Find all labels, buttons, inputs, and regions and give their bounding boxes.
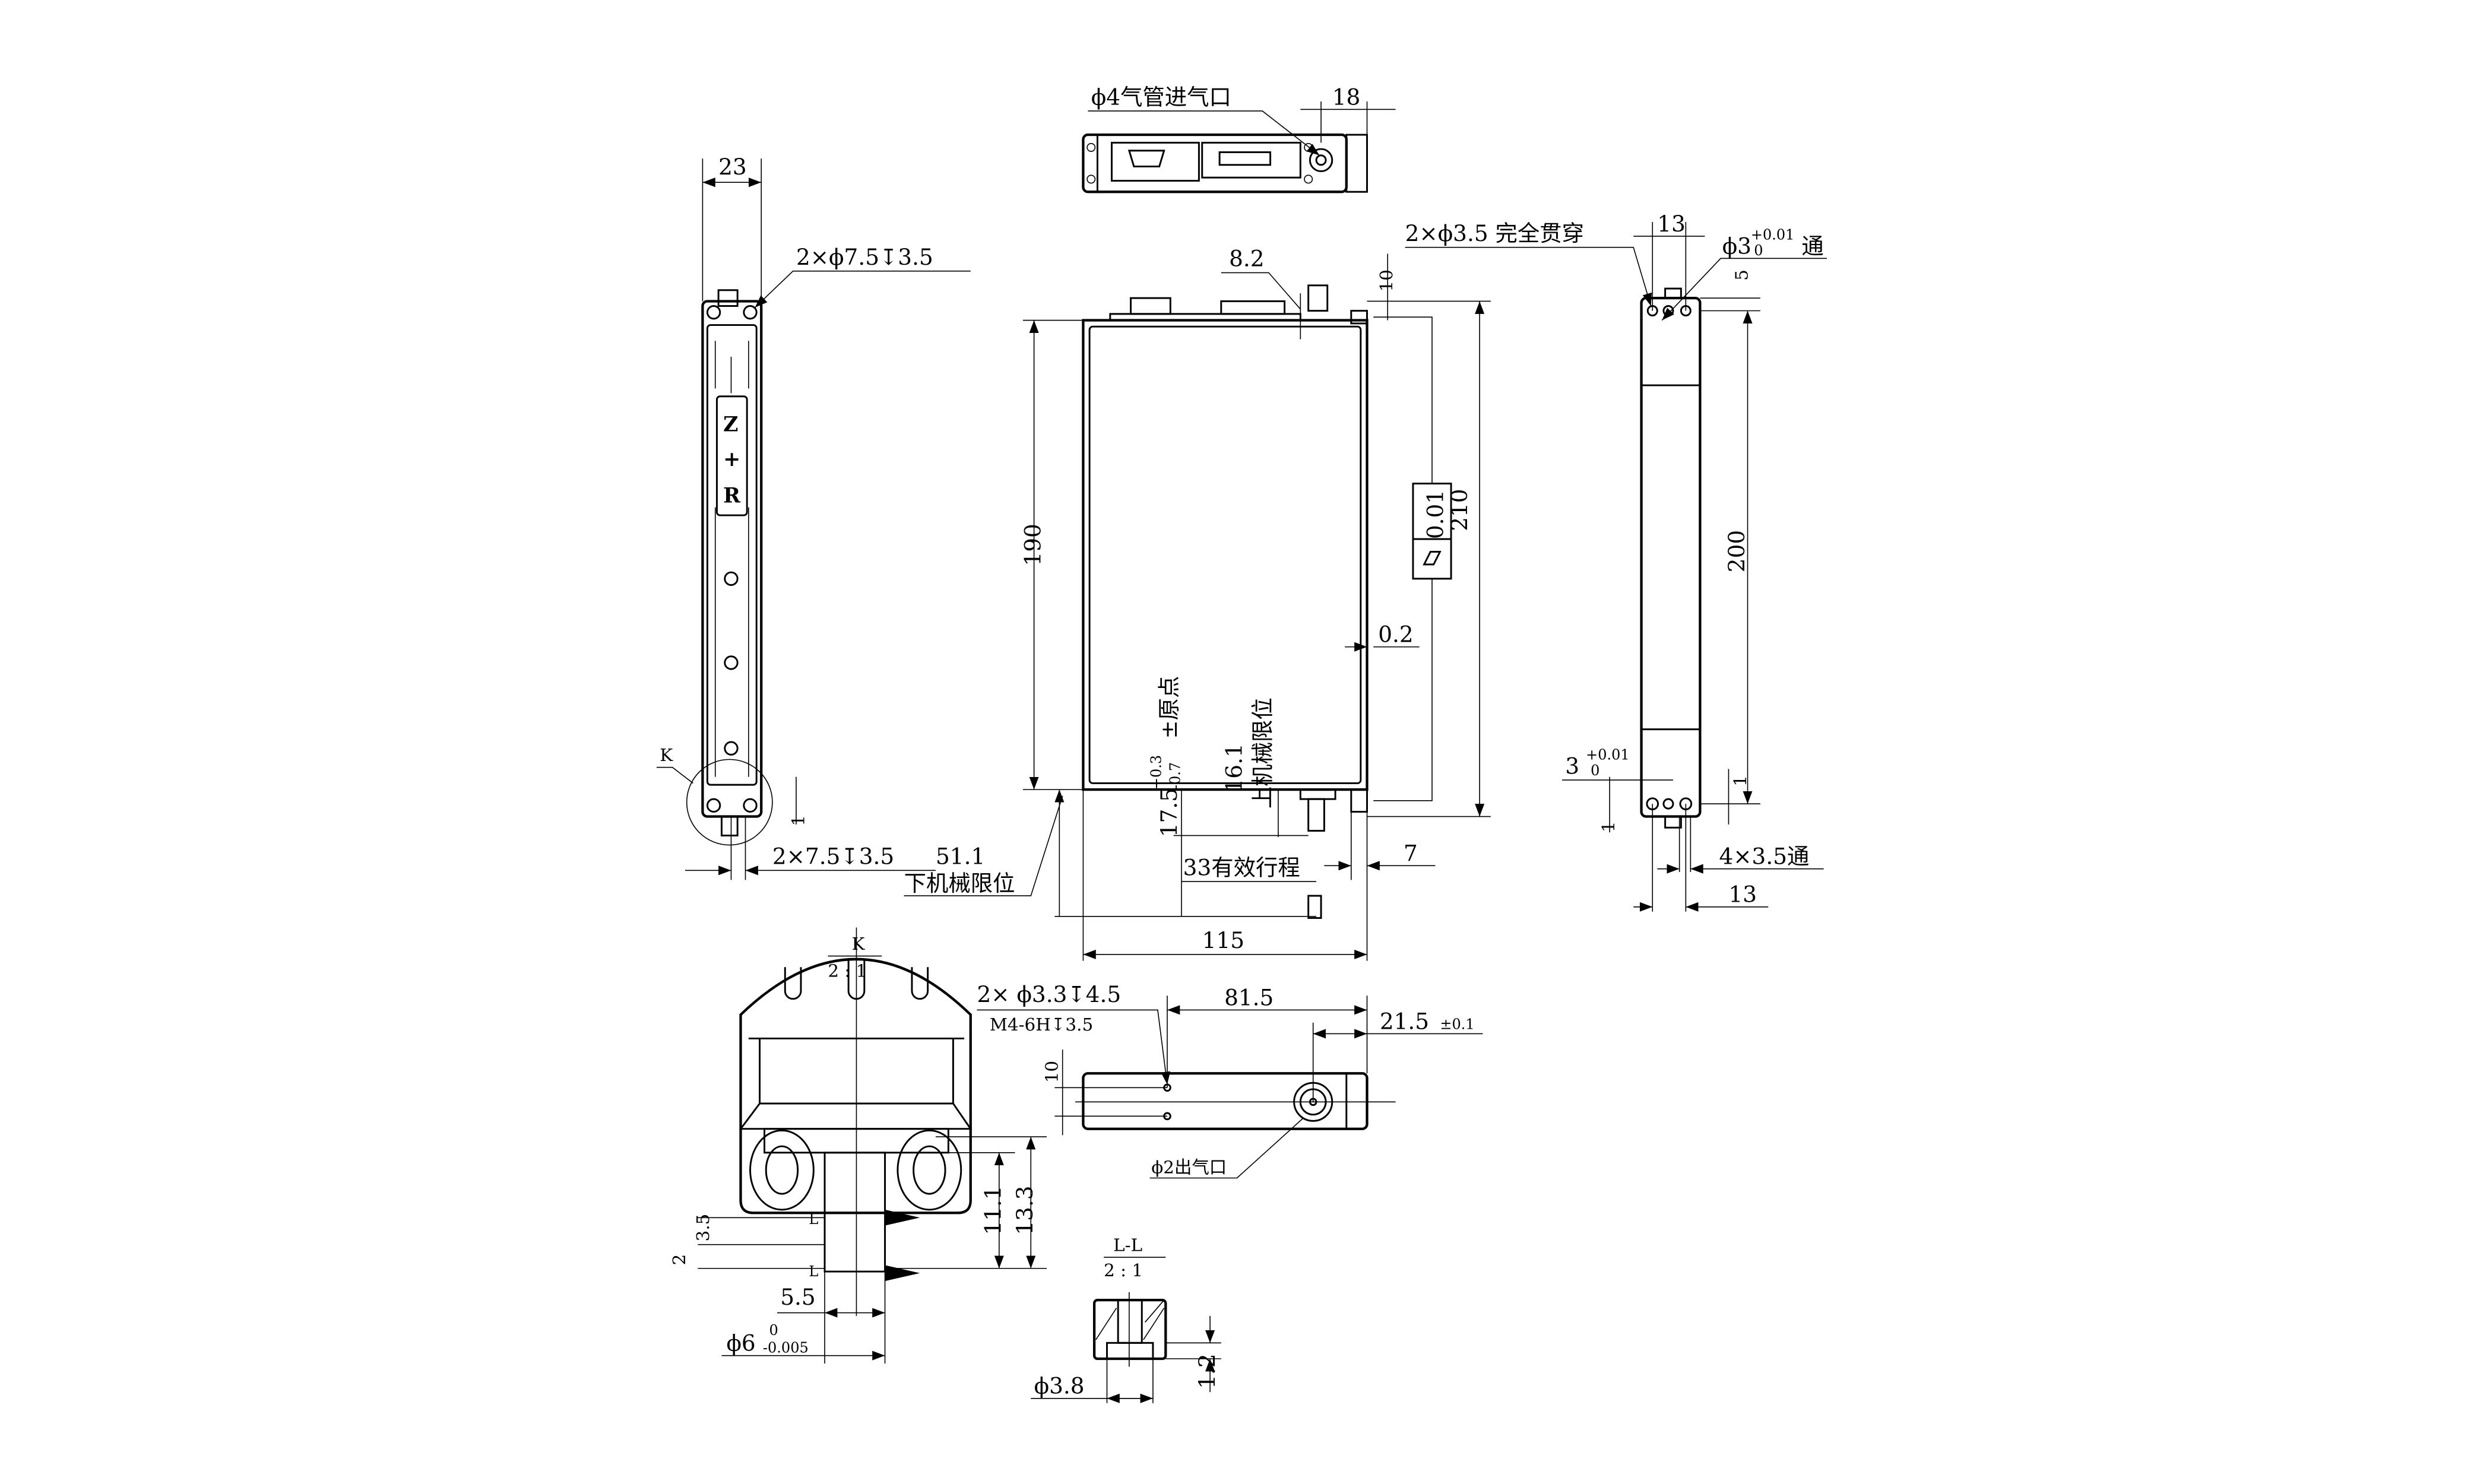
dim-5: 5 xyxy=(1732,269,1752,281)
dim-210: 210 xyxy=(1446,489,1472,531)
flatness-symbol-icon xyxy=(1423,551,1442,566)
top-view: ϕ4气管进气口 18 xyxy=(1082,84,1396,194)
dim-115: 115 xyxy=(1202,927,1244,953)
pin-tol-lower: 0 xyxy=(1754,242,1763,259)
bottom-view: 2× ϕ3.3↧4.5 M4-6H↧3.5 81.5 21.5 ±0.1 10 … xyxy=(977,981,1483,1179)
dim-200: 200 xyxy=(1724,530,1750,572)
dim-2: 2 xyxy=(669,1254,689,1266)
dim-13-3: 13.3 xyxy=(1012,1185,1038,1235)
dim-5-5: 5.5 xyxy=(780,1284,815,1310)
holes-4-label: 4×3.5通 xyxy=(1719,844,1809,870)
detail-k: K 2 : 1 L L 3.5 2 5.5 ϕ6 0 -0.005 11.1 1… xyxy=(669,927,1047,1364)
upper-limit-value: 16.1 xyxy=(1221,743,1247,792)
lower-limit-value: 51.1 xyxy=(936,844,985,870)
detail-k-scale: 2 : 1 xyxy=(828,960,867,981)
label-plus: + xyxy=(723,447,740,471)
dim-18: 18 xyxy=(1332,84,1361,110)
label-r: R xyxy=(723,484,741,508)
upper-limit-label: 上机械限位 xyxy=(1250,697,1276,808)
left-side-view: Z + R K 23 2×ϕ7.5↧3.5 2×7.5↧3.5 1 xyxy=(656,154,971,880)
dim-23: 23 xyxy=(718,154,747,180)
shaft-dia: ϕ6 xyxy=(726,1330,755,1356)
dia-3-8: ϕ3.8 xyxy=(1034,1373,1085,1399)
front-view: 190 210 0.01 8.2 10 0.2 17.5 +0.3 -0.7 ±… xyxy=(904,246,1491,961)
shaft-tol-lower: -0.005 xyxy=(763,1339,809,1356)
dim-3-5: 3.5 xyxy=(693,1214,713,1242)
holes-top-label: 2×ϕ7.5↧3.5 xyxy=(796,244,933,270)
section-ll-title: L-L xyxy=(1113,1235,1142,1255)
air-fitting-icon xyxy=(1309,148,1333,172)
db9-connector-icon xyxy=(1111,141,1200,182)
section-mark-l-bottom: L xyxy=(809,1263,818,1280)
dim-1-right-left: 1 xyxy=(1598,822,1618,833)
dim-1-2: 1.2 xyxy=(1194,1353,1220,1388)
dim-13-bottom: 13 xyxy=(1728,881,1757,908)
air-outlet-label: ϕ2出气口 xyxy=(1151,1157,1227,1177)
dim-81-5: 81.5 xyxy=(1224,984,1274,1010)
holes-b-label: M4-6H↧3.5 xyxy=(990,1014,1093,1035)
dim-1-right-right: 1 xyxy=(1730,775,1750,787)
origin-value: 17.5 xyxy=(1156,788,1182,837)
dim-21-5: 21.5 xyxy=(1380,1008,1429,1034)
detail-k-circle xyxy=(686,759,773,846)
section-mark-l-top: L xyxy=(809,1211,818,1228)
origin-tol-upper: +0.3 xyxy=(1148,755,1164,789)
origin-label: ±原点 xyxy=(1156,676,1182,739)
scsi-connector-icon xyxy=(1218,151,1272,166)
dim-21-5-tol: ±0.1 xyxy=(1440,1016,1474,1032)
dim-10-bottom: 10 xyxy=(1042,1061,1062,1083)
holes-bottom-label: 2×7.5↧3.5 xyxy=(772,844,894,870)
dim3-tol-lower: 0 xyxy=(1591,762,1599,779)
pin-tol-upper: +0.01 xyxy=(1751,226,1795,243)
section-ll-scale: 2 : 1 xyxy=(1104,1260,1143,1280)
dim-7: 7 xyxy=(1404,840,1418,866)
flatness-value: 0.01 xyxy=(1423,490,1449,539)
dim-190: 190 xyxy=(1019,524,1046,566)
air-inlet-label: ϕ4气管进气口 xyxy=(1091,84,1231,110)
dim-0-2: 0.2 xyxy=(1378,621,1413,648)
dim-13-top: 13 xyxy=(1657,211,1686,237)
origin-tol-lower: -0.7 xyxy=(1167,762,1183,789)
label-z: Z xyxy=(723,412,738,436)
lower-limit-label: 下机械限位 xyxy=(904,870,1015,896)
dim-8-2: 8.2 xyxy=(1229,246,1264,272)
shaft-tol-upper: 0 xyxy=(769,1322,778,1339)
dim-10-front: 10 xyxy=(1376,269,1396,291)
pin-suffix: 通 xyxy=(1801,233,1823,259)
dim-3: 3 xyxy=(1565,753,1579,779)
flatness-frame xyxy=(1412,483,1452,580)
pin-hole-label: ϕ3 xyxy=(1722,233,1751,259)
detail-k-marker: K xyxy=(660,745,673,765)
section-ll: L-L 2 : 1 ϕ3.8 1.2 xyxy=(1031,1235,1221,1403)
dim-11-1: 11.1 xyxy=(980,1185,1006,1235)
detail-k-title: K xyxy=(851,934,865,954)
right-side-view: 2×ϕ3.5 完全贯穿 13 ϕ3 +0.01 0 通 5 200 3 +0.0… xyxy=(1405,211,1827,912)
holes-a-label: 2× ϕ3.3↧4.5 xyxy=(977,981,1121,1007)
dim-1-left-view: 1 xyxy=(788,815,808,826)
holes-through-label: 2×ϕ3.5 完全贯穿 xyxy=(1405,220,1584,246)
dim3-tol-upper: +0.01 xyxy=(1586,746,1630,763)
stroke-label: 33有效行程 xyxy=(1183,854,1300,880)
